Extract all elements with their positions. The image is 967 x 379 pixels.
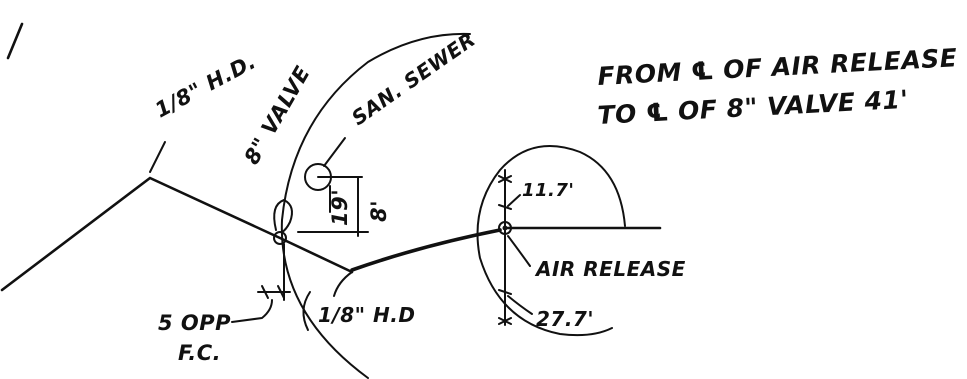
water-main-line — [0, 176, 354, 292]
dim-27-7-leader — [507, 295, 533, 315]
hydrant-bottom-leader — [333, 271, 353, 297]
water-main-line-east — [350, 228, 502, 272]
valve-leader-loop — [273, 199, 293, 233]
tick-lower — [498, 289, 512, 295]
label-opp-fc-line-1: 5 OPP — [158, 311, 231, 335]
opp-fc-leader — [231, 299, 273, 323]
label-valve-8in: 8" VALVE — [240, 62, 315, 169]
label-opp-fc-line-2: F.C. — [178, 341, 221, 365]
hydrant-top-leader — [149, 141, 166, 173]
label-dim-8: 8' — [367, 200, 391, 222]
street-arc — [280, 32, 471, 379]
note-line-2: TO ℄ OF 8" VALVE 41' — [597, 85, 909, 130]
air-release-leader — [507, 235, 531, 267]
air-release-arc — [476, 145, 626, 337]
label-dim-27-7: 27.7' — [536, 307, 594, 331]
sewer-leader — [323, 137, 346, 167]
label-hydrant-top: 1/8" H.D. — [151, 49, 260, 122]
label-dim-19: 19' — [328, 189, 352, 226]
corner-stroke — [6, 22, 24, 60]
label-air-release: AIR RELEASE — [534, 257, 686, 281]
hydrant-bottom-bracket — [302, 291, 311, 331]
tick-upper — [498, 204, 512, 210]
label-hydrant-bottom: 1/8" H.D — [318, 303, 415, 327]
label-san-sewer: SAN. SEWER — [347, 27, 480, 130]
tick-top — [498, 175, 512, 183]
valve-symbol — [273, 231, 287, 245]
note-line-1: FROM ℄ OF AIR RELEASE — [597, 43, 958, 91]
label-dim-11-7: 11.7' — [522, 180, 574, 201]
valve-tick-marks — [257, 285, 291, 299]
tick-bottom — [498, 317, 512, 325]
dim-11-7-leader — [507, 194, 521, 207]
